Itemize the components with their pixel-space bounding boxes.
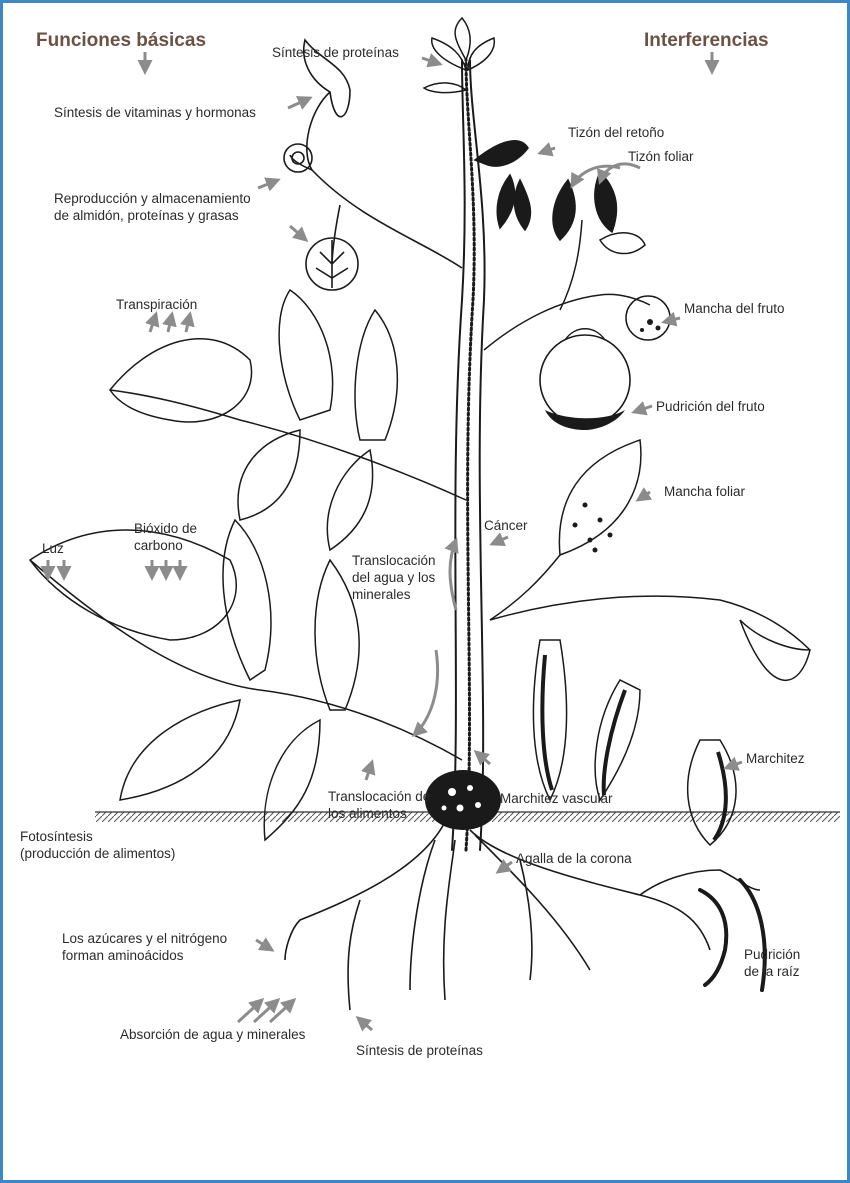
label-absorption: Absorción de agua y minerales: [120, 1026, 305, 1043]
label-leaf-blight: Tizón foliar: [628, 148, 694, 165]
label-vascular-wilt: Marchitez vascular: [500, 790, 613, 807]
label-leaf-spot: Mancha foliar: [664, 483, 745, 500]
label-protein-synthesis-root: Síntesis de proteínas: [356, 1042, 483, 1059]
label-wilt: Marchitez: [746, 750, 805, 767]
label-vitamins-hormones: Síntesis de vitaminas y hormonas: [54, 104, 256, 121]
label-protein-synthesis-top: Síntesis de proteínas: [272, 44, 399, 61]
functions-header: Funciones básicas: [36, 30, 206, 52]
label-shoot-blight: Tizón del retoño: [568, 124, 664, 141]
label-food-translocation: Translocación de los alimentos: [328, 788, 430, 822]
label-water-translocation: Translocación del agua y los minerales: [352, 552, 436, 603]
label-photosynthesis: Fotosíntesis (producción de alimentos): [20, 828, 175, 862]
label-co2: Bióxido de carbono: [134, 520, 197, 554]
label-root-rot: Pudrición de la raíz: [744, 946, 800, 980]
label-fruit-rot: Pudrición del fruto: [656, 398, 765, 415]
label-transpiration: Transpiración: [116, 296, 197, 313]
label-canker: Cáncer: [484, 517, 528, 534]
label-reproduction-storage: Reproducción y almacenamiento de almidón…: [54, 190, 251, 224]
label-light: Luz: [42, 540, 64, 557]
interferences-header: Interferencias: [644, 30, 769, 52]
label-fruit-spot: Mancha del fruto: [684, 300, 785, 317]
label-amino-acids: Los azúcares y el nitrógeno forman amino…: [62, 930, 227, 964]
label-crown-gall: Agalla de la corona: [516, 850, 632, 867]
